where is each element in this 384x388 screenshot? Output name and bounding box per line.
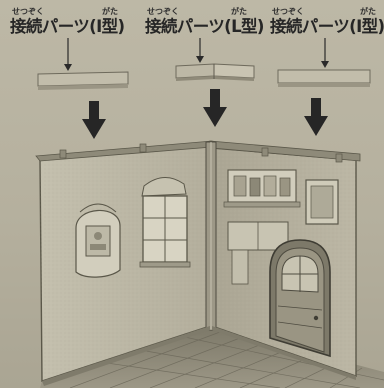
wall-ornament <box>75 203 121 278</box>
down-arrow-icon <box>304 98 328 136</box>
down-arrow-icon <box>203 89 227 127</box>
pointer-head <box>196 56 204 63</box>
connector-label-i-left: せつぞく がた 接続パーツ(I型) <box>10 7 125 36</box>
pointer-head <box>64 64 72 71</box>
wall-picture-frame <box>305 179 339 225</box>
l-connector-part <box>175 63 255 81</box>
connector-label-l: せつぞく がた 接続パーツ(L型) <box>145 7 264 36</box>
label-text: 接続パーツ(I型) <box>10 17 125 36</box>
l-connector-installed <box>205 141 217 331</box>
i-connector-part-right <box>277 69 371 87</box>
wall-shelf <box>223 169 301 208</box>
label-text: 接続パーツ(I型) <box>270 17 384 36</box>
ruby-setsuzoku: せつぞく <box>12 7 44 16</box>
ruby-gata: がた <box>360 7 376 16</box>
floor-panel <box>40 326 384 388</box>
ruby-row: せつぞく がた <box>270 7 384 17</box>
ruby-row: せつぞく がた <box>145 7 264 17</box>
ruby-gata: がた <box>231 7 247 16</box>
connector-label-i-right: せつぞく がた 接続パーツ(I型) <box>270 7 384 36</box>
ruby-row: せつぞく がた <box>10 7 125 17</box>
i-connector-part-left <box>37 71 129 90</box>
label-text: 接続パーツ(L型) <box>145 17 264 36</box>
pointer-head <box>321 61 329 68</box>
wall-cabinet <box>227 221 289 285</box>
down-arrow-icon <box>82 101 106 139</box>
ruby-setsuzoku: せつぞく <box>272 7 304 16</box>
ruby-setsuzoku: せつぞく <box>147 7 179 16</box>
wall-window <box>139 177 191 268</box>
arched-door <box>269 239 331 358</box>
ruby-gata: がた <box>102 7 118 16</box>
